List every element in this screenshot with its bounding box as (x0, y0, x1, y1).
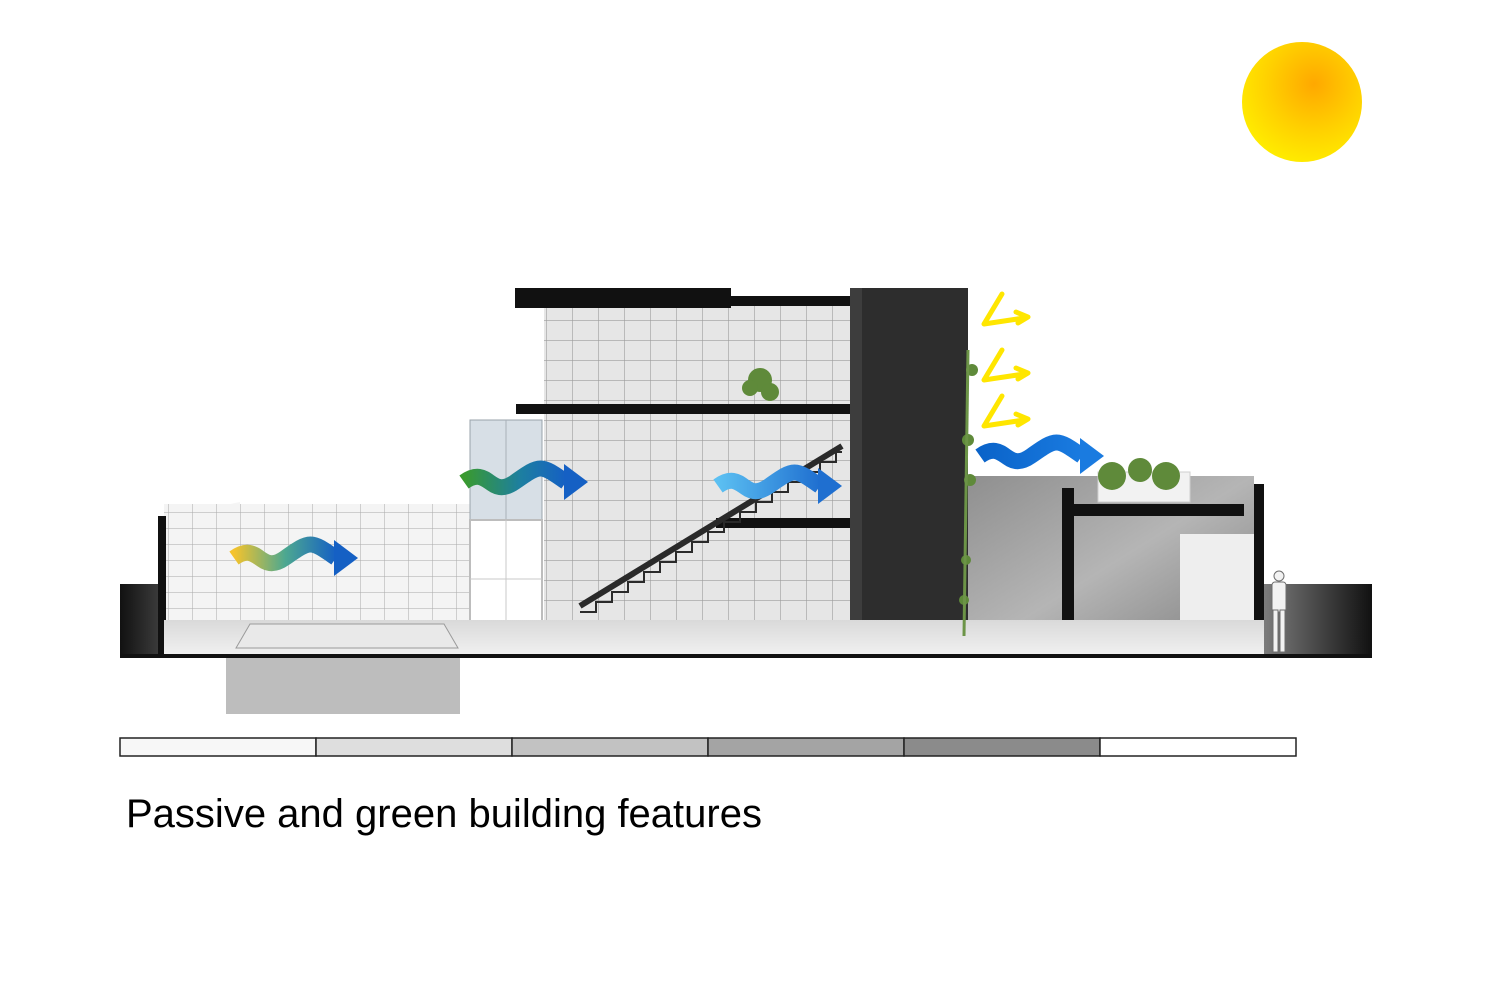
scale-bar-segment (511, 737, 709, 757)
sun-icon (1242, 42, 1362, 162)
plant-icon (742, 364, 1180, 605)
courtyard-wall-side (164, 502, 240, 654)
solar-ray-group (981, 291, 1031, 429)
scale-bar-segment (707, 737, 905, 757)
green-wall-stem (962, 349, 970, 637)
scale-bar-segment (903, 737, 1101, 757)
tower-highlight (850, 288, 862, 636)
breeze-arrow-icon (975, 434, 1087, 470)
pool-basin (226, 658, 460, 714)
breeze-arrow-icon (229, 536, 341, 572)
scale-bar-segment (119, 737, 317, 757)
scale-bar (119, 737, 1297, 757)
ground-line (120, 654, 1372, 658)
scale-bar-segment (315, 737, 513, 757)
scale-bar-segment (1099, 737, 1297, 757)
pool-top (235, 623, 459, 649)
roof-slab (515, 288, 731, 308)
courtyard-wall-edge (158, 516, 166, 656)
rear-wall-post (1062, 488, 1074, 656)
upper-floor-slab (516, 404, 956, 414)
breeze-arrowhead (1080, 438, 1104, 474)
breeze-arrowhead (818, 468, 842, 504)
solar-ray-icon (981, 291, 1031, 327)
breeze-arrowhead (564, 464, 588, 500)
breeze-group (229, 434, 1104, 576)
breeze-arrow-icon (459, 460, 571, 496)
solar-ray-icon (981, 347, 1031, 383)
breeze-arrow-icon (713, 464, 825, 500)
roof-slab-low (730, 296, 850, 306)
diagram-caption: Passive and green building features (126, 792, 762, 836)
breeze-arrowhead (334, 540, 358, 576)
rear-roof-slab (1066, 504, 1244, 516)
human-figure-icon (1271, 570, 1287, 653)
solar-ray-icon (981, 393, 1031, 429)
rear-end-post (1254, 484, 1264, 656)
thermal-mass-tower (850, 288, 968, 636)
